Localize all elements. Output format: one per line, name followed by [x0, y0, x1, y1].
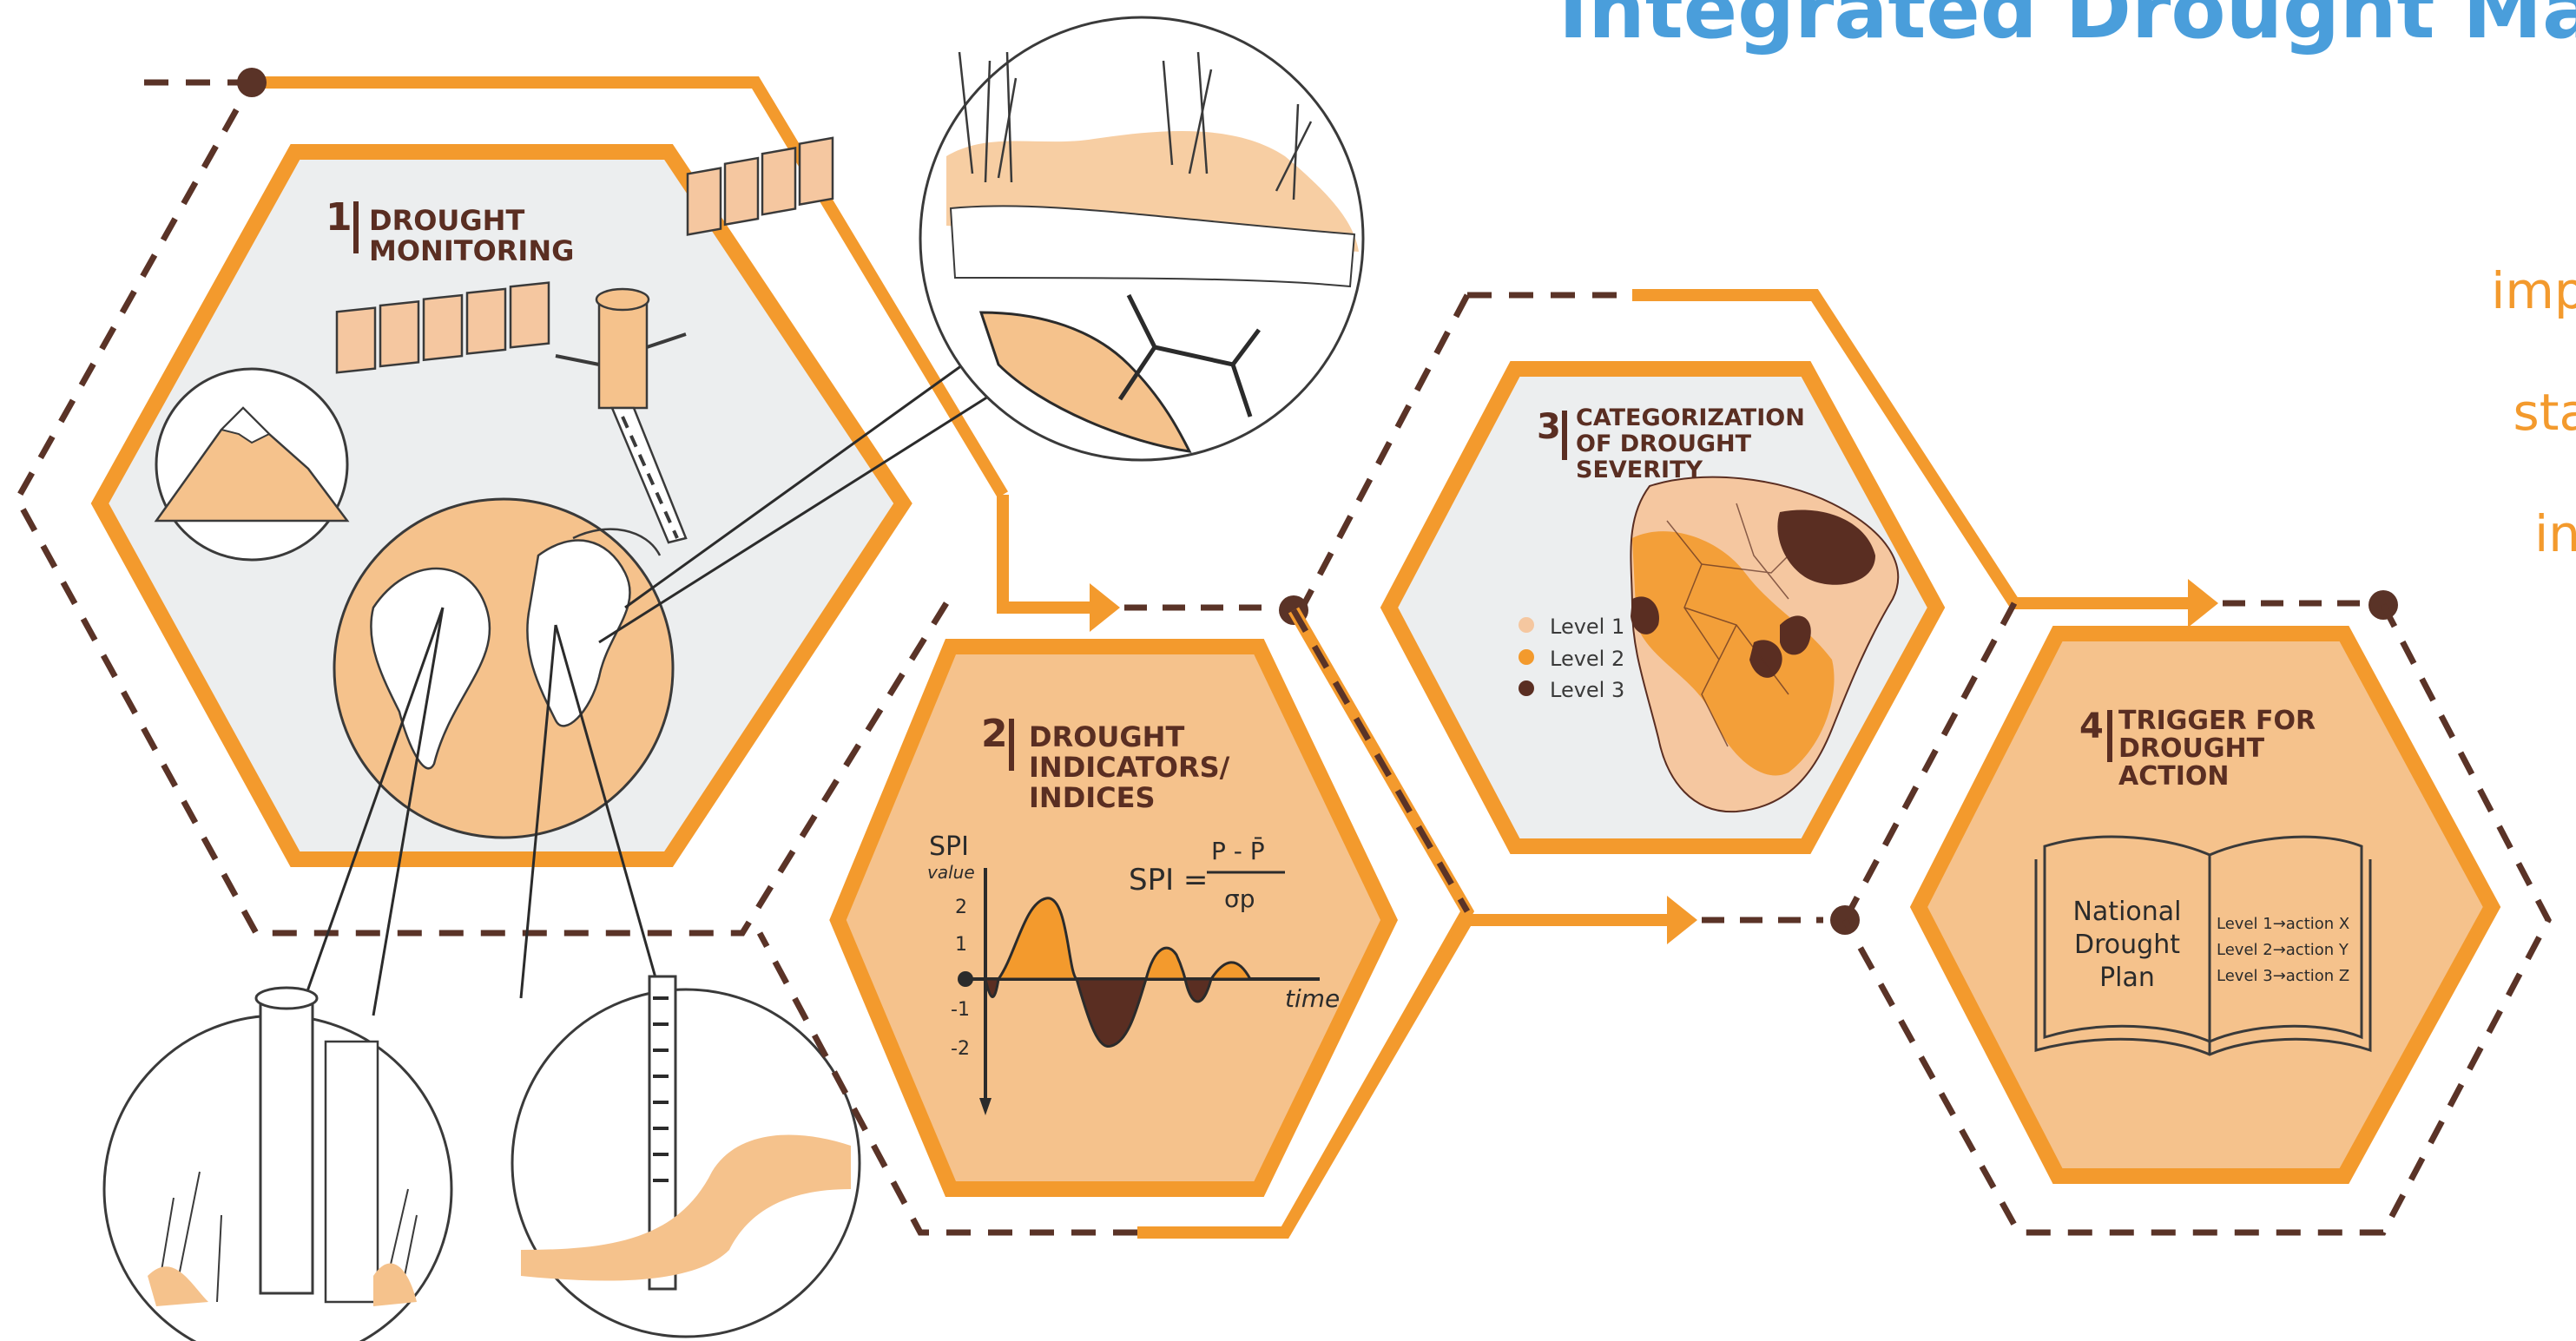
step1-hexagon: 1 DROUGHT MONITORING [100, 138, 903, 859]
step2-title-line2: INDICATORS/ [1029, 751, 1230, 784]
water-level-icon [512, 976, 860, 1337]
step1-start-node [237, 68, 267, 97]
step3-number: 3 [1537, 407, 1561, 447]
spi-y-label-sub: value [927, 862, 975, 883]
spi-y-label: SPI [929, 832, 969, 862]
plan-right-line1: Level 1→action X [2217, 915, 2349, 933]
mountain-icon [156, 369, 347, 560]
legend-label-3: Level 3 [1550, 678, 1624, 702]
step4-number: 4 [2079, 707, 2104, 746]
spi-x-label: time [1285, 984, 1340, 1013]
tick-0-dot [958, 971, 973, 987]
spi-formula-denominator: σp [1224, 884, 1255, 913]
spi-formula-left: SPI = [1129, 863, 1208, 897]
step1-title-line2: MONITORING [369, 234, 574, 267]
spi-formula-numerator: P - P̄ [1211, 836, 1265, 865]
plan-left-line2: Drought [2074, 930, 2180, 960]
plan-right-line3: Level 3→action Z [2217, 967, 2349, 985]
step1-title-line1: DROUGHT [369, 204, 524, 237]
step2-title-line3: INDICES [1029, 781, 1156, 814]
tick-2: 2 [955, 897, 967, 918]
plan-left-line3: Plan [2099, 963, 2155, 993]
step3-title-line2: OF DROUGHT [1576, 431, 1752, 457]
step4-hexagon: 4 TRIGGER FOR DROUGHT ACTION National Dr… [1919, 634, 2492, 1176]
globe-icon [334, 499, 673, 838]
plan-right-line2: Level 2→action Y [2217, 941, 2349, 959]
tick-neg2: -2 [951, 1038, 970, 1060]
step4-title-line3: ACTION [2118, 761, 2229, 792]
legend-swatch-1 [1519, 617, 1534, 633]
step3-hexagon: 3 CATEGORIZATION OF DROUGHT SEVERITY [1389, 369, 1936, 846]
step3-title-line1: CATEGORIZATION [1576, 404, 1805, 431]
legend-swatch-3 [1519, 680, 1534, 696]
legend-label-1: Level 1 [1550, 615, 1624, 639]
step4-title-line2: DROUGHT [2118, 733, 2265, 764]
step2-number: 2 [981, 712, 1008, 756]
plan-left-line1: National [2072, 897, 2181, 927]
arrow-step1-to-step2 [1003, 495, 1308, 632]
rain-gauge-icon [104, 988, 451, 1341]
step2-hexagon: 2 DROUGHT INDICATORS/ INDICES SPI value … [838, 647, 1389, 1189]
step4-title-line1: TRIGGER FOR [2118, 706, 2316, 736]
legend-label-2: Level 2 [1550, 647, 1624, 671]
step1-number: 1 [326, 195, 352, 240]
tick-neg1: -1 [951, 999, 970, 1021]
cracked-soil-icon [920, 17, 1363, 460]
step2-title-line1: DROUGHT [1029, 720, 1184, 753]
tick-1: 1 [955, 934, 967, 956]
legend-swatch-2 [1519, 649, 1534, 665]
